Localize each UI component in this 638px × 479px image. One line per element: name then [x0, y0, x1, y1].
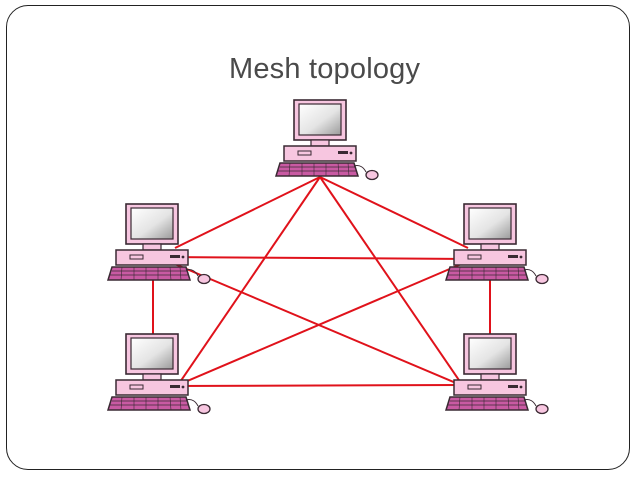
- nodes-layer: [107, 99, 549, 415]
- links-layer: [152, 176, 491, 387]
- link-right-to-bottom-left: [177, 261, 467, 386]
- link-top-to-bottom-right: [319, 176, 464, 387]
- link-top-to-left: [174, 176, 321, 249]
- link-left-to-bottom-right: [169, 261, 464, 387]
- link-top-to-bottom-left: [177, 176, 321, 386]
- computer-node-bottom-left: [107, 333, 211, 415]
- link-bottom-left-to-bottom-right: [167, 384, 463, 387]
- desktop-computer-icon: [107, 203, 211, 285]
- link-left-to-right: [159, 256, 471, 260]
- slide-title: Mesh topology: [229, 53, 421, 85]
- desktop-computer-icon: [107, 333, 211, 415]
- computer-node-bottom-right: [445, 333, 549, 415]
- computer-node-left: [107, 203, 211, 285]
- link-top-to-right: [319, 176, 469, 249]
- computer-node-top: [275, 99, 379, 181]
- desktop-computer-icon: [275, 99, 379, 181]
- desktop-computer-icon: [445, 333, 549, 415]
